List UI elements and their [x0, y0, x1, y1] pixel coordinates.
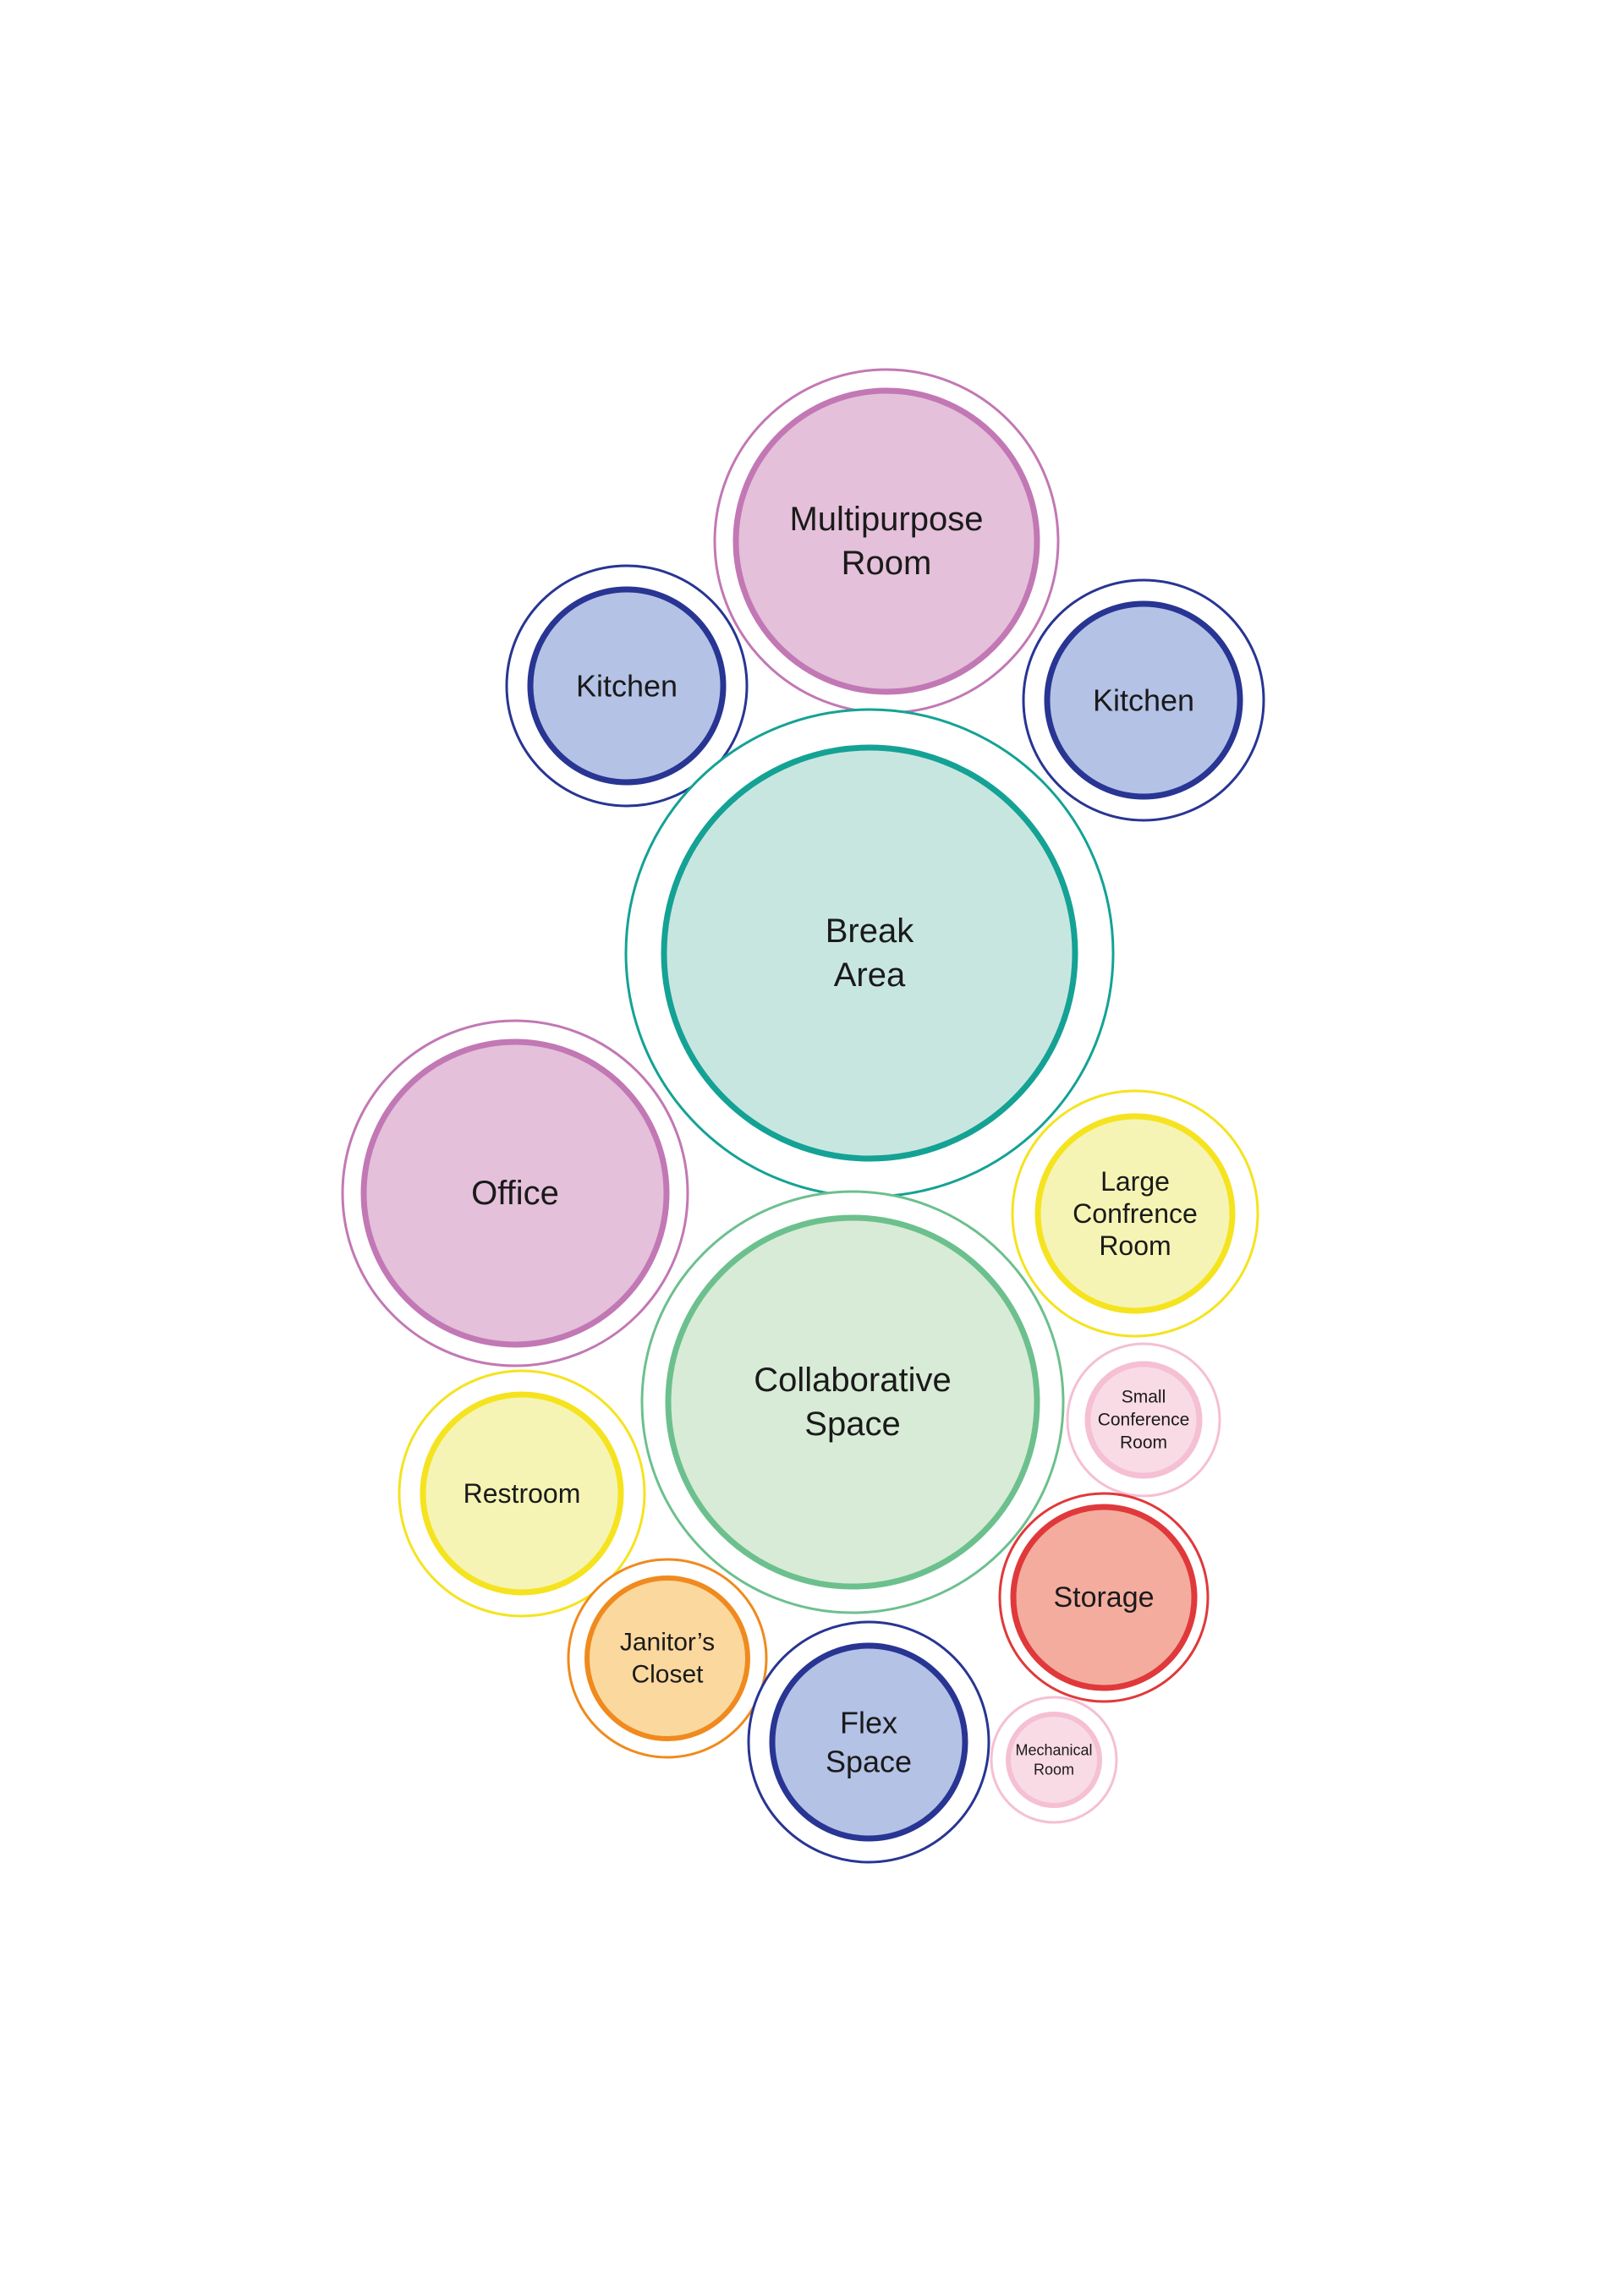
space-circle: [769, 1642, 968, 1842]
space-storage: Storage: [998, 1492, 1210, 1703]
space-label: Area: [834, 956, 906, 994]
space-circle: [360, 1038, 670, 1348]
space-label: Flex: [840, 1706, 897, 1740]
space-label: Conference: [1098, 1411, 1190, 1430]
space-label: Kitchen: [576, 669, 678, 704]
space-label: Storage: [1053, 1581, 1154, 1614]
space-kitchen-left: Kitchen: [505, 564, 749, 808]
space-label: Multipurpose: [789, 501, 983, 538]
space-label: Break: [826, 912, 914, 950]
space-label: Space: [804, 1406, 900, 1443]
space-label: Room: [1034, 1762, 1074, 1778]
space-circle: [1044, 600, 1243, 800]
space-kitchen-right: Kitchen: [1022, 578, 1265, 822]
space-circle: [661, 744, 1078, 1162]
space-label: Kitchen: [1093, 683, 1194, 718]
space-circle: [665, 1214, 1040, 1590]
space-circle: [1084, 1361, 1203, 1479]
space-label: Large: [1100, 1166, 1170, 1197]
space-circle: [584, 1575, 750, 1741]
space-label: Confrence: [1073, 1198, 1198, 1229]
space-label: Room: [1120, 1433, 1167, 1453]
space-label: Collaborative: [754, 1362, 951, 1399]
space-label: Space: [826, 1745, 912, 1779]
space-office: Office: [341, 1019, 689, 1367]
space-circle: [1010, 1504, 1198, 1691]
space-label: Small: [1122, 1388, 1166, 1407]
space-circle: [420, 1391, 624, 1596]
space-label: Room: [1099, 1230, 1171, 1261]
space-label: Office: [471, 1175, 559, 1212]
space-circle: [527, 586, 727, 786]
space-label: Room: [842, 545, 932, 582]
space-circle: [1006, 1712, 1102, 1808]
space-label: Janitor’s: [620, 1629, 715, 1657]
space-label: Closet: [631, 1661, 704, 1689]
space-label: Mechanical: [1015, 1742, 1092, 1759]
space-circle: [1034, 1113, 1236, 1314]
space-restroom: Restroom: [398, 1369, 646, 1618]
space-circle: [732, 387, 1040, 695]
space-label: Restroom: [464, 1478, 581, 1509]
